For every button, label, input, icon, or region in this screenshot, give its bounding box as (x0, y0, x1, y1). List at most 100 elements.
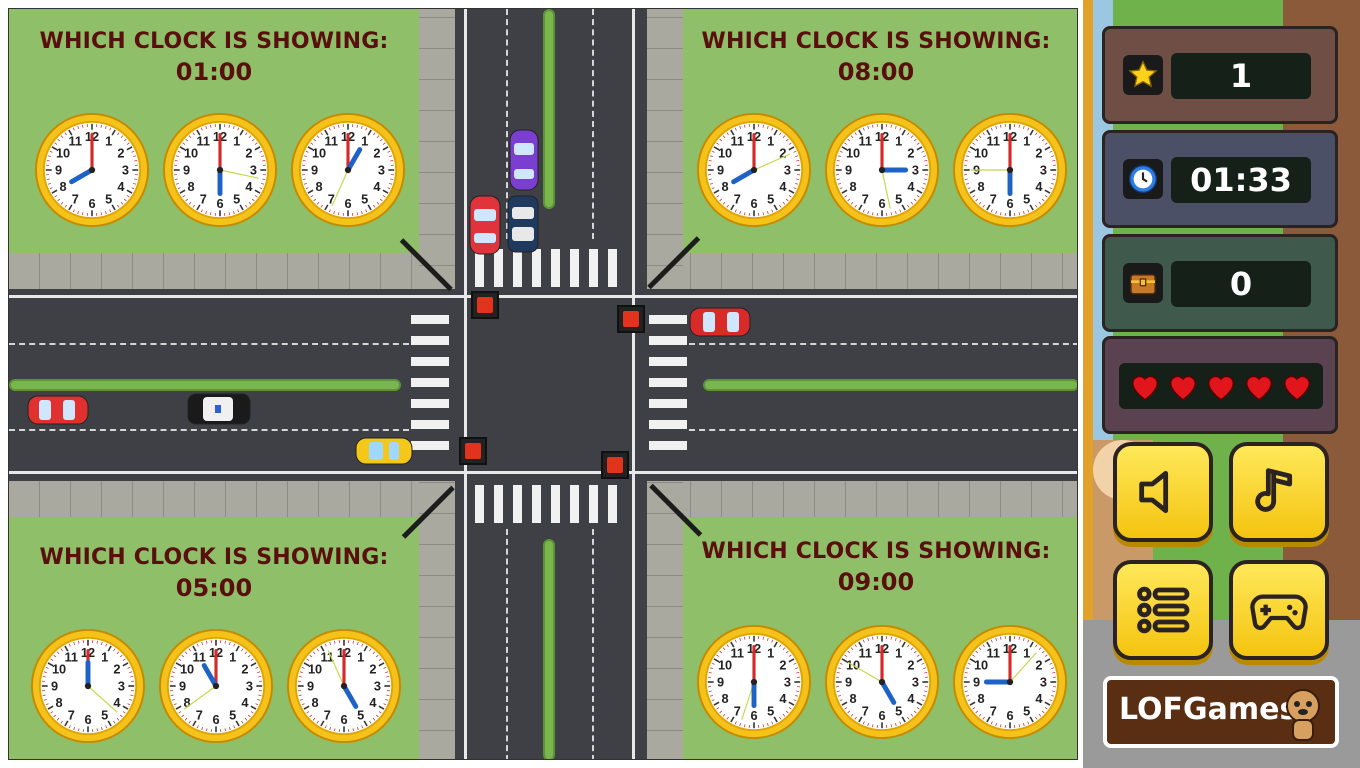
svg-text:9: 9 (307, 678, 314, 693)
svg-text:10: 10 (974, 146, 988, 161)
car-yellow[interactable] (355, 437, 413, 465)
svg-text:6: 6 (84, 712, 91, 727)
svg-text:4: 4 (117, 179, 125, 194)
svg-text:6: 6 (1006, 708, 1013, 723)
car-purple[interactable] (509, 129, 539, 191)
svg-text:4: 4 (245, 179, 253, 194)
svg-text:10: 10 (56, 146, 70, 161)
road-edge (464, 9, 467, 759)
median-strip (543, 539, 555, 759)
svg-text:11: 11 (69, 133, 83, 148)
svg-text:6: 6 (340, 712, 347, 727)
svg-text:1: 1 (1023, 133, 1030, 148)
svg-text:6: 6 (878, 196, 885, 211)
svg-text:8: 8 (315, 179, 322, 194)
lane-marking (689, 429, 1077, 431)
heart-icon (1284, 375, 1310, 401)
svg-text:7: 7 (328, 191, 335, 206)
car-police-vertical[interactable] (507, 195, 539, 253)
svg-text:5: 5 (357, 707, 364, 722)
svg-text:8: 8 (977, 179, 984, 194)
svg-text:1: 1 (895, 133, 902, 148)
svg-text:3: 3 (784, 162, 791, 177)
svg-text:10: 10 (974, 658, 988, 673)
svg-text:8: 8 (183, 695, 190, 710)
svg-text:8: 8 (849, 691, 856, 706)
sound-button[interactable] (1113, 442, 1213, 542)
svg-text:9: 9 (51, 678, 58, 693)
svg-text:11: 11 (859, 133, 873, 148)
timer-panel: 01:33 (1102, 130, 1338, 228)
svg-text:2: 2 (779, 146, 786, 161)
heart-icon (1208, 375, 1234, 401)
svg-text:9: 9 (973, 674, 980, 689)
svg-text:9: 9 (183, 162, 190, 177)
median-strip (703, 379, 1077, 391)
svg-text:4: 4 (907, 179, 915, 194)
svg-text:1: 1 (357, 649, 364, 664)
more-games-button[interactable] (1229, 560, 1329, 660)
road-edge (632, 9, 635, 759)
traffic-light-north-east[interactable] (617, 305, 645, 333)
music-note-icon (1255, 468, 1293, 512)
car-red-left[interactable] (27, 395, 89, 425)
svg-text:4: 4 (907, 691, 915, 706)
svg-text:3: 3 (378, 162, 385, 177)
clock-icon (1123, 159, 1163, 199)
car-red[interactable] (469, 195, 501, 255)
question-time: 09:00 (837, 568, 915, 596)
crosswalk-left (411, 315, 449, 450)
svg-text:3: 3 (1040, 162, 1047, 177)
svg-text:7: 7 (990, 191, 997, 206)
svg-text:5: 5 (229, 707, 236, 722)
svg-text:1: 1 (767, 645, 774, 660)
svg-text:7: 7 (196, 707, 203, 722)
median-strip (543, 9, 555, 209)
stars-panel: 1 (1102, 26, 1338, 124)
list-menu-icon (1137, 586, 1190, 634)
svg-text:6: 6 (750, 196, 757, 211)
svg-text:7: 7 (862, 191, 869, 206)
svg-text:10: 10 (846, 146, 860, 161)
svg-text:2: 2 (1035, 146, 1042, 161)
svg-text:3: 3 (246, 678, 253, 693)
traffic-light-north-west[interactable] (471, 291, 499, 319)
chests-count: 0 (1171, 261, 1311, 307)
road-edge (9, 295, 1077, 298)
lofgames-logo[interactable]: LOFGames (1103, 676, 1339, 748)
heart-icon (1132, 375, 1158, 401)
traffic-light-south-west[interactable] (459, 437, 487, 465)
crosswalk-bottom (475, 485, 617, 523)
car-red-right[interactable] (689, 307, 751, 337)
svg-text:6: 6 (878, 708, 885, 723)
car-police[interactable] (187, 393, 251, 425)
svg-text:10: 10 (718, 146, 732, 161)
menu-button[interactable] (1113, 560, 1213, 660)
svg-text:10: 10 (718, 658, 732, 673)
svg-text:3: 3 (1040, 674, 1047, 689)
svg-text:2: 2 (907, 658, 914, 673)
svg-text:1: 1 (1023, 645, 1030, 660)
traffic-light-south-east[interactable] (601, 451, 629, 479)
svg-text:7: 7 (72, 191, 79, 206)
svg-text:10: 10 (308, 662, 322, 677)
crosswalk-right (649, 315, 687, 450)
svg-text:3: 3 (912, 162, 919, 177)
heart-icon (1170, 375, 1196, 401)
svg-text:9: 9 (311, 162, 318, 177)
svg-text:7: 7 (68, 707, 75, 722)
music-button[interactable] (1229, 442, 1329, 542)
svg-text:5: 5 (1023, 191, 1030, 206)
